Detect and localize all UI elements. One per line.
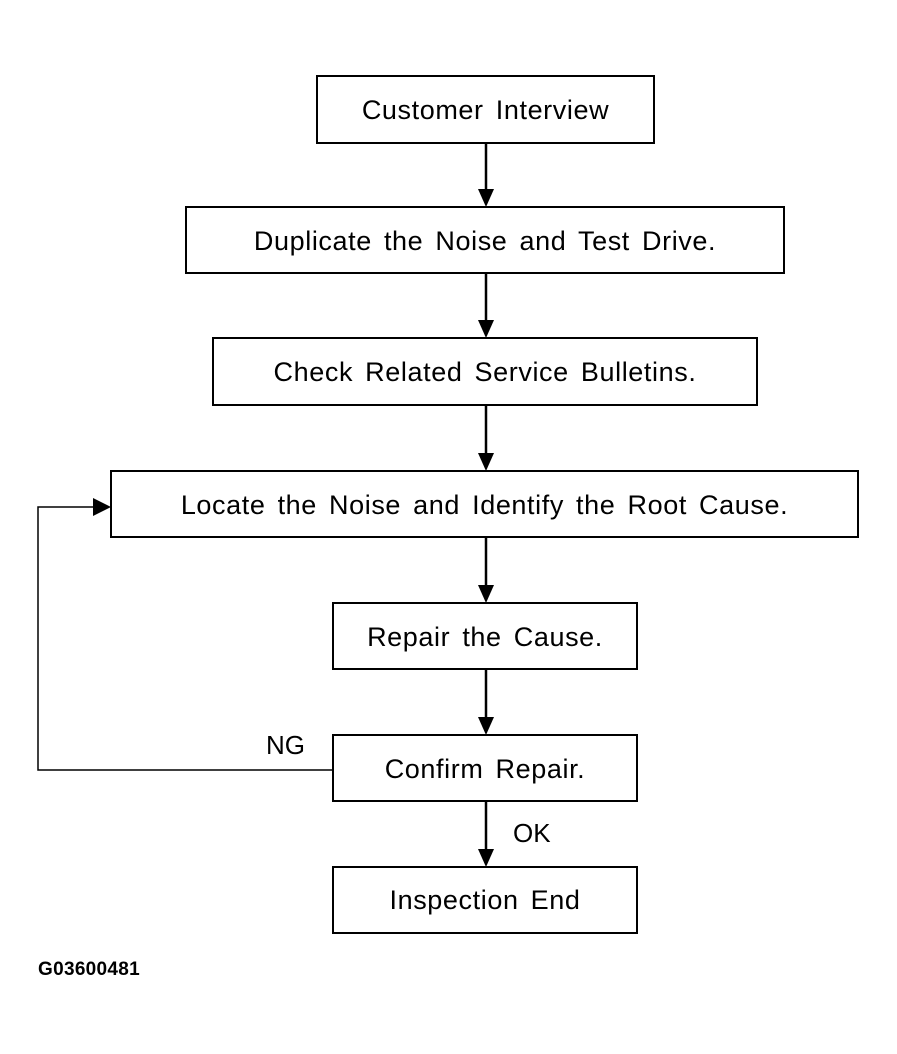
figure-id: G03600481 xyxy=(38,959,141,980)
arrow-1-to-2 xyxy=(478,143,494,207)
arrow-5-to-6 xyxy=(478,669,494,735)
step-inspection-end-label: Inspection End xyxy=(389,885,580,915)
step-duplicate-noise: Duplicate the Noise and Test Drive. xyxy=(185,206,785,274)
arrow-2-to-3 xyxy=(478,273,494,338)
step-confirm-repair: Confirm Repair. xyxy=(332,734,638,802)
step-locate-noise: Locate the Noise and Identify the Root C… xyxy=(110,470,859,538)
ng-loop-arrow xyxy=(37,498,333,771)
step-check-bulletins: Check Related Service Bulletins. xyxy=(212,337,758,406)
step-check-bulletins-label: Check Related Service Bulletins. xyxy=(274,357,697,387)
arrow-4-to-5 xyxy=(478,537,494,603)
arrow-3-to-4 xyxy=(478,405,494,471)
step-customer-interview-label: Customer Interview xyxy=(362,95,609,125)
step-confirm-repair-label: Confirm Repair. xyxy=(385,754,586,784)
step-customer-interview: Customer Interview xyxy=(316,75,655,144)
arrow-6-to-7-ok xyxy=(478,801,494,867)
step-duplicate-noise-label: Duplicate the Noise and Test Drive. xyxy=(254,226,716,256)
step-locate-noise-label: Locate the Noise and Identify the Root C… xyxy=(181,490,788,520)
ng-label: NG xyxy=(266,730,305,760)
step-repair-cause-label: Repair the Cause. xyxy=(367,622,603,652)
step-inspection-end: Inspection End xyxy=(332,866,638,934)
ok-label: OK xyxy=(513,818,551,848)
step-repair-cause: Repair the Cause. xyxy=(332,602,638,670)
